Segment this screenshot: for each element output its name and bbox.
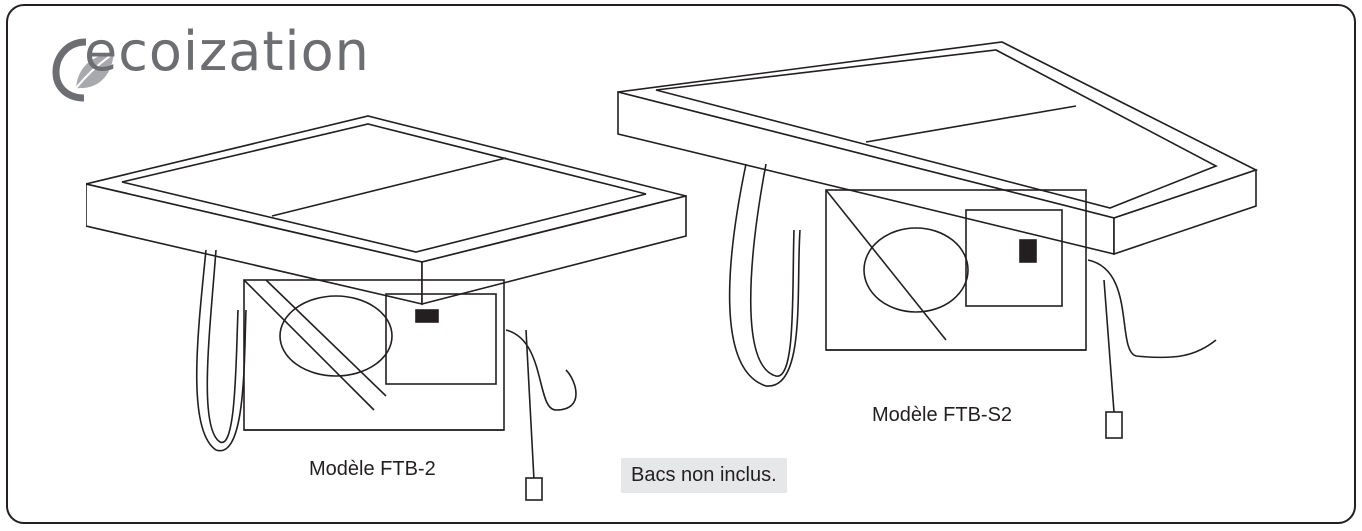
product-illustration-ftb-2 [86,115,687,501]
product-illustration-ftb-s2 [617,41,1259,439]
product-label-ftb-2: Modèle FTB-2 [309,458,436,480]
product-label-ftb-s2: Modèle FTB-S2 [872,404,1013,426]
brand-name: ecoization [84,20,370,83]
trays-not-included-note: Bacs non inclus. [621,458,787,493]
brand-logo: ecoization [22,14,369,102]
leaf-icon [52,38,114,102]
